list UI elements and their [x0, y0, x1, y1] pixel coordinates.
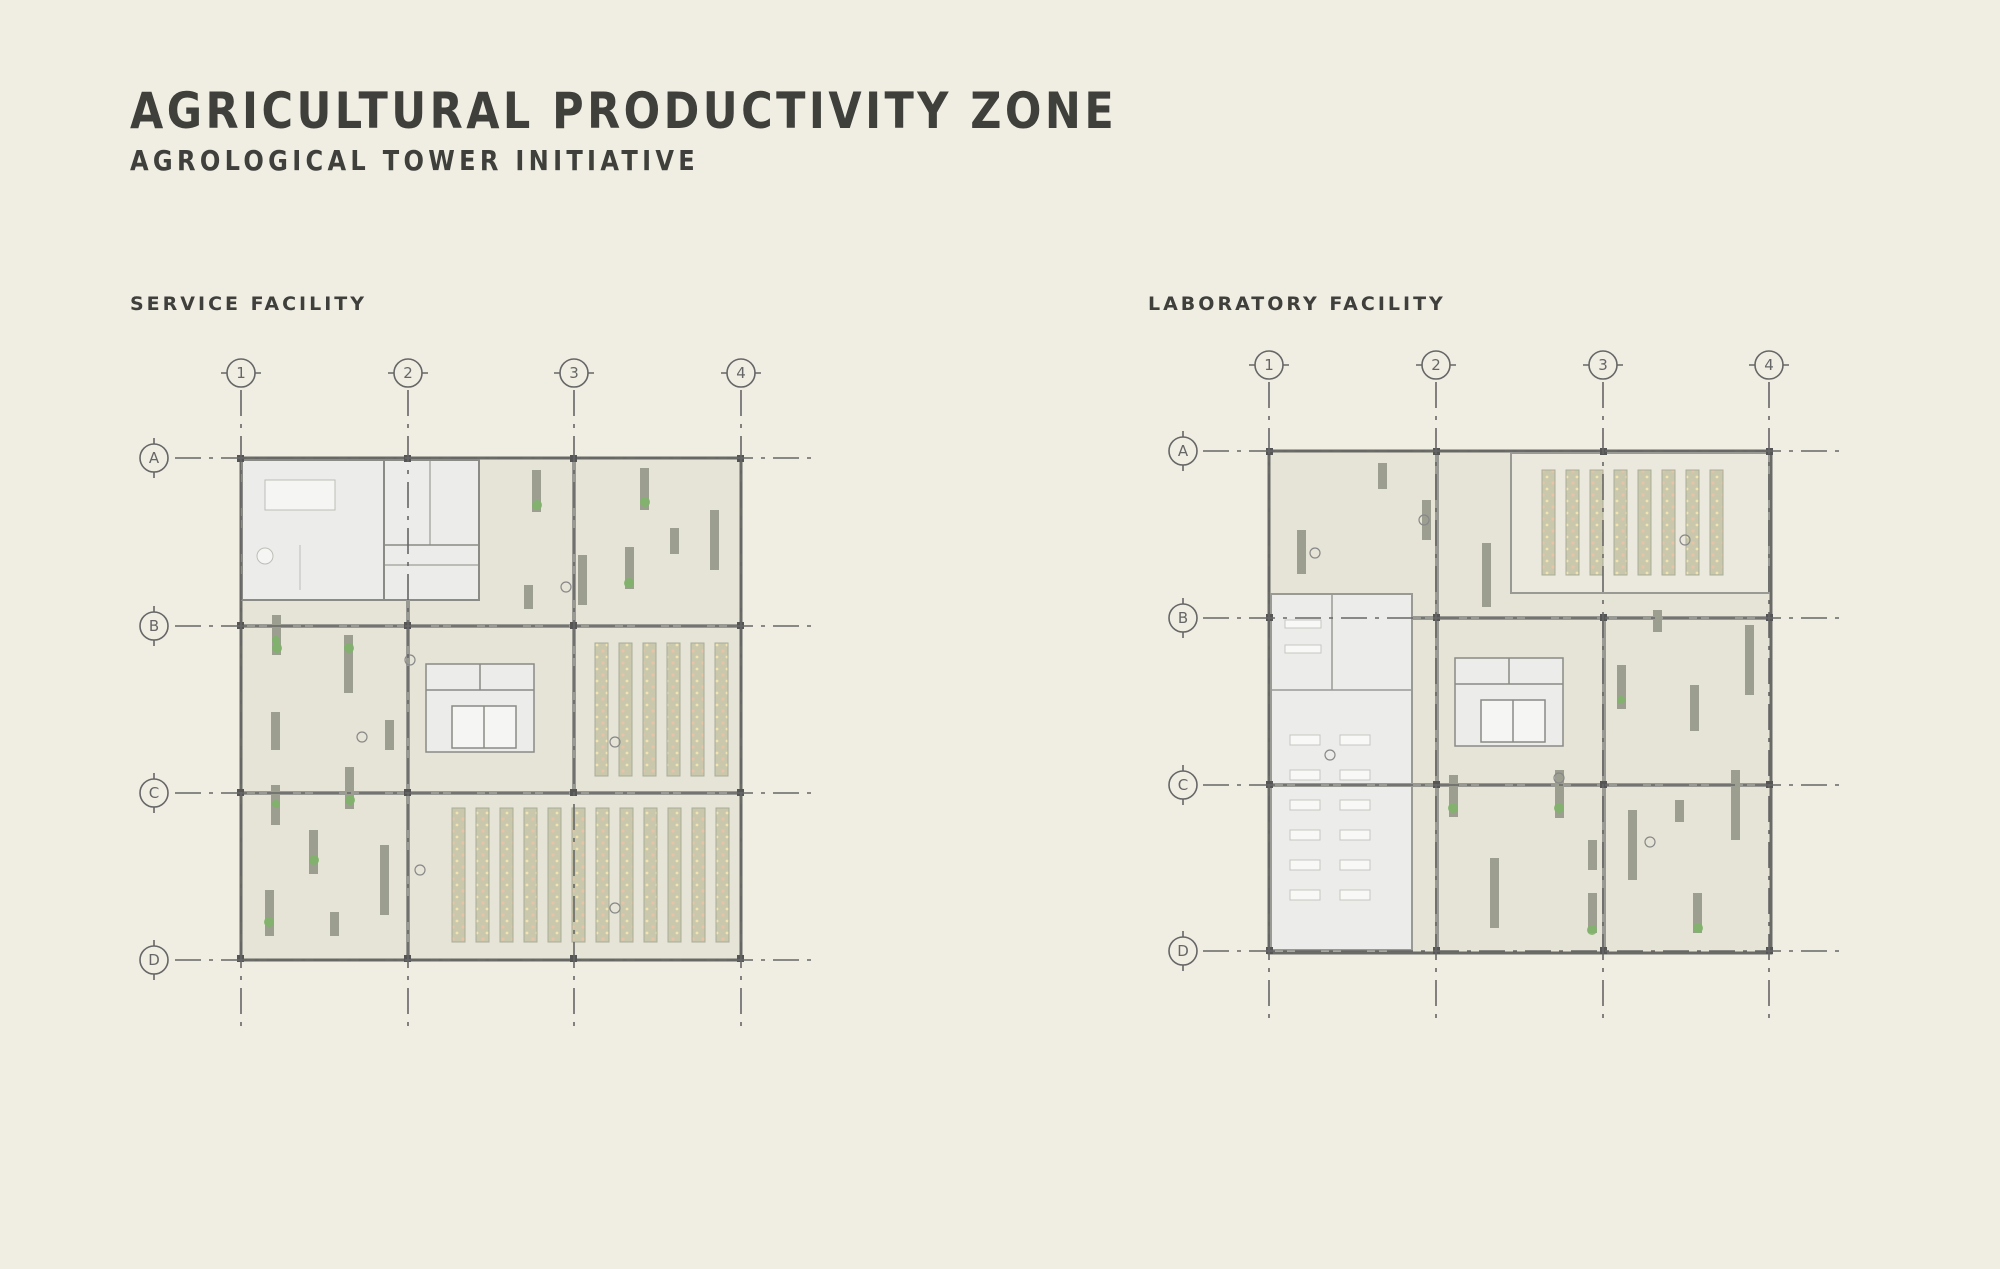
laboratory-facility-label: LABORATORY FACILITY [1148, 293, 1446, 315]
lab-grid-row-b: B [1178, 609, 1188, 627]
lab-grid-col-1: 1 [1264, 356, 1274, 374]
grid-col-3: 3 [569, 364, 579, 382]
lab-grid-col-3: 3 [1598, 356, 1608, 374]
page-title: AGRICULTURAL PRODUCTIVITY ZONE [130, 82, 1118, 140]
grid-row-a: A [149, 449, 160, 467]
lab-grid-col-4: 4 [1764, 356, 1774, 374]
laboratory-facility-plan [1182, 364, 1843, 1022]
lab-grid-row-c: C [1178, 776, 1188, 794]
lab-grid-row-a: A [1178, 442, 1189, 460]
grid-col-2: 2 [403, 364, 413, 382]
service-grid-bubbles: 1 2 3 4 A B C D [139, 358, 756, 975]
grid-row-c: C [149, 784, 159, 802]
service-facility-plan [153, 372, 815, 1030]
grid-row-d: D [148, 951, 160, 969]
lab-grid-bubbles: 1 2 3 4 A B C D [1168, 350, 1784, 966]
service-facility-label: SERVICE FACILITY [130, 293, 368, 315]
lab-stair-core [1454, 657, 1564, 747]
page-subtitle: AGROLOGICAL TOWER INITIATIVE [130, 144, 700, 177]
stair-core [425, 663, 535, 753]
lab-grid-row-d: D [1177, 942, 1189, 960]
grid-row-b: B [149, 617, 159, 635]
crop-beds-east [594, 642, 729, 777]
lab-grid-col-2: 2 [1431, 356, 1441, 374]
grid-col-4: 4 [736, 364, 746, 382]
grid-col-1: 1 [236, 364, 246, 382]
crop-beds-south [451, 807, 730, 943]
planters-lab [1297, 463, 1754, 933]
